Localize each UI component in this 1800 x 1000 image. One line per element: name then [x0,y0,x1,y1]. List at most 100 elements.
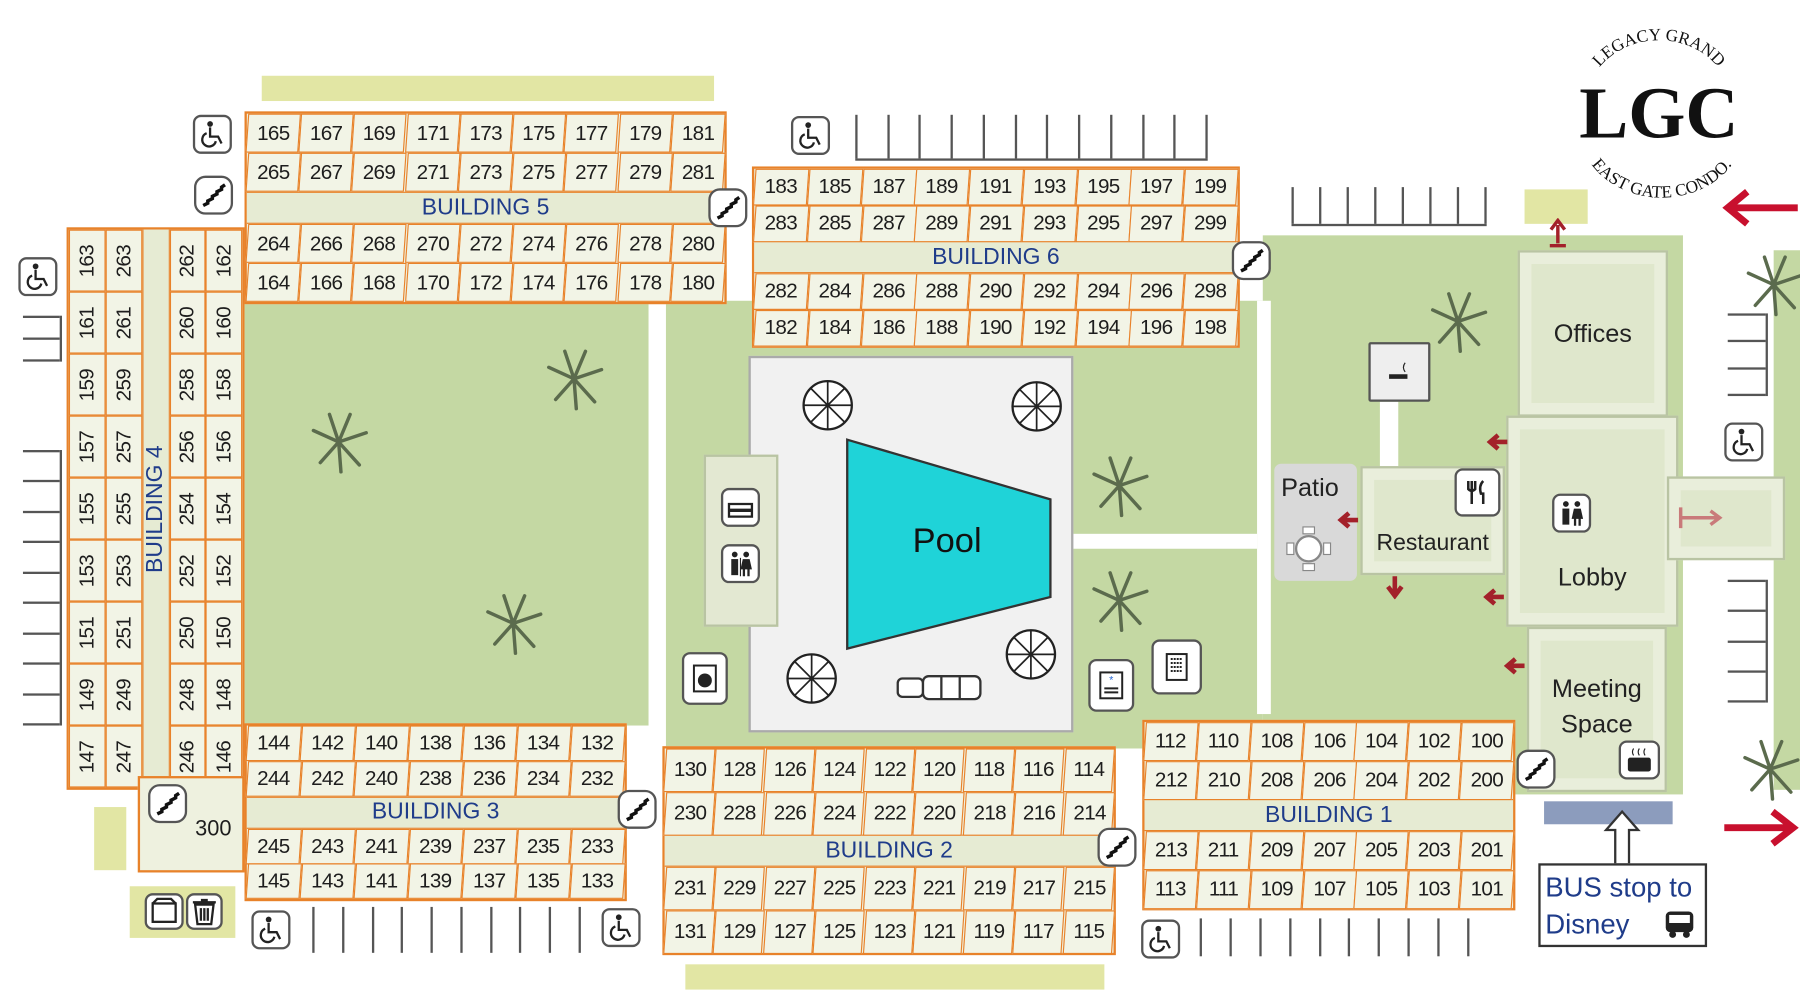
unit-cell[interactable]: 177 [563,113,620,153]
unit-cell[interactable]: 124 [812,748,866,792]
unit-cell[interactable]: 298 [1182,273,1239,310]
unit-cell[interactable]: 235 [515,828,572,864]
unit-cell[interactable]: 216 [1012,791,1066,835]
unit-cell[interactable]: 200 [1459,760,1515,800]
unit-cell[interactable]: 180 [669,262,726,302]
unit-cell[interactable]: 178 [616,262,673,302]
unit-cell[interactable]: 220 [912,791,966,835]
unit-cell[interactable]: 274 [510,223,567,263]
unit-cell[interactable]: 229 [713,866,766,910]
unit-cell[interactable]: 161 [68,291,106,354]
unit-cell[interactable]: 277 [563,152,620,192]
unit-cell[interactable]: 134 [515,725,572,761]
unit-cell[interactable]: 199 [1182,168,1239,205]
unit-cell[interactable]: 258 [169,353,206,416]
unit-cell[interactable]: 282 [752,273,810,310]
unit-cell[interactable]: 285 [806,204,863,242]
unit-cell[interactable]: 164 [245,262,302,302]
unit-cell[interactable]: 169 [351,113,408,153]
unit-cell[interactable]: 295 [1075,204,1132,242]
unit-cell[interactable]: 206 [1301,760,1357,800]
unit-cell[interactable]: 117 [1012,909,1066,953]
unit-cell[interactable]: 290 [967,273,1025,310]
unit-cell[interactable]: 194 [1075,309,1132,346]
unit-cell[interactable]: 133 [569,863,626,899]
unit-cell[interactable]: 241 [353,828,410,864]
unit-cell[interactable]: 284 [806,273,863,310]
unit-cell[interactable]: 191 [967,168,1025,205]
unit-cell[interactable]: 247 [105,725,142,788]
unit-cell[interactable]: 116 [1012,748,1066,792]
unit-cell[interactable]: 182 [752,309,810,346]
unit-cell[interactable]: 157 [68,415,106,478]
unit-cell[interactable]: 166 [298,262,355,302]
unit-cell[interactable]: 176 [563,262,620,302]
unit-cell[interactable]: 228 [713,791,766,835]
unit-cell[interactable]: 260 [169,291,206,354]
unit-cell[interactable]: 221 [912,866,966,910]
unit-cell[interactable]: 201 [1459,831,1515,870]
unit-cell[interactable]: 102 [1406,722,1462,761]
unit-cell[interactable]: 203 [1406,831,1462,870]
unit-cell[interactable]: 299 [1182,204,1239,242]
unit-cell[interactable]: 101 [1459,869,1515,909]
unit-cell[interactable]: 172 [457,262,514,302]
unit-cell[interactable]: 158 [205,353,243,416]
unit-cell[interactable]: 119 [962,909,1016,953]
unit-cell[interactable]: 273 [457,152,514,192]
unit-cell[interactable]: 198 [1182,309,1239,346]
unit-cell[interactable]: 256 [169,415,206,478]
unit-cell[interactable]: 108 [1248,722,1304,761]
unit-cell[interactable]: 207 [1301,831,1357,870]
unit-cell[interactable]: 159 [68,353,106,416]
unit-cell[interactable]: 234 [515,760,572,797]
unit-cell[interactable]: 103 [1406,869,1462,909]
unit-cell[interactable]: 230 [663,791,717,835]
unit-cell[interactable]: 175 [510,113,567,153]
unit-cell[interactable]: 140 [353,725,410,761]
unit-cell[interactable]: 232 [569,760,626,797]
unit-cell[interactable]: 248 [169,663,206,726]
unit-cell[interactable]: 236 [461,760,518,797]
unit-cell[interactable]: 144 [245,725,303,761]
unit-cell[interactable]: 294 [1075,273,1132,310]
unit-cell[interactable]: 193 [1021,168,1078,205]
unit-cell[interactable]: 153 [68,539,106,602]
unit-cell[interactable]: 252 [169,539,206,602]
unit-cell[interactable]: 291 [967,204,1025,242]
unit-cell[interactable]: 287 [860,204,917,242]
unit-cell[interactable]: 142 [299,725,356,761]
unit-cell[interactable]: 202 [1406,760,1462,800]
unit-cell[interactable]: 107 [1301,869,1357,909]
unit-cell[interactable]: 244 [245,760,303,797]
unit-cell[interactable]: 151 [68,601,106,664]
unit-cell[interactable]: 210 [1195,760,1252,800]
unit-cell[interactable]: 288 [914,273,971,310]
unit-cell[interactable]: 261 [105,291,142,354]
unit-cell[interactable]: 188 [914,309,971,346]
unit-cell[interactable]: 268 [351,223,408,263]
unit-cell[interactable]: 296 [1128,273,1186,310]
unit-cell[interactable]: 120 [912,748,966,792]
unit-cell[interactable]: 240 [353,760,410,797]
unit-cell[interactable]: 174 [510,262,567,302]
unit-cell[interactable]: 123 [862,909,916,953]
unit-cell[interactable]: 231 [663,866,717,910]
unit-cell[interactable]: 167 [298,113,355,153]
unit-cell[interactable]: 242 [299,760,356,797]
unit-cell[interactable]: 218 [962,791,1016,835]
unit-cell[interactable]: 185 [806,168,863,205]
unit-cell[interactable]: 162 [205,229,243,292]
unit-cell[interactable]: 211 [1195,831,1252,870]
unit-cell[interactable]: 171 [404,113,461,153]
unit-cell[interactable]: 249 [105,663,142,726]
unit-cell[interactable]: 135 [515,863,572,899]
unit-cell[interactable]: 111 [1195,869,1252,909]
unit-cell[interactable]: 110 [1195,722,1252,761]
unit-cell[interactable]: 189 [914,168,971,205]
unit-cell[interactable]: 250 [169,601,206,664]
unit-cell[interactable]: 100 [1459,722,1515,761]
unit-cell[interactable]: 286 [860,273,917,310]
unit-cell[interactable]: 139 [407,863,464,899]
unit-cell[interactable]: 195 [1075,168,1132,205]
